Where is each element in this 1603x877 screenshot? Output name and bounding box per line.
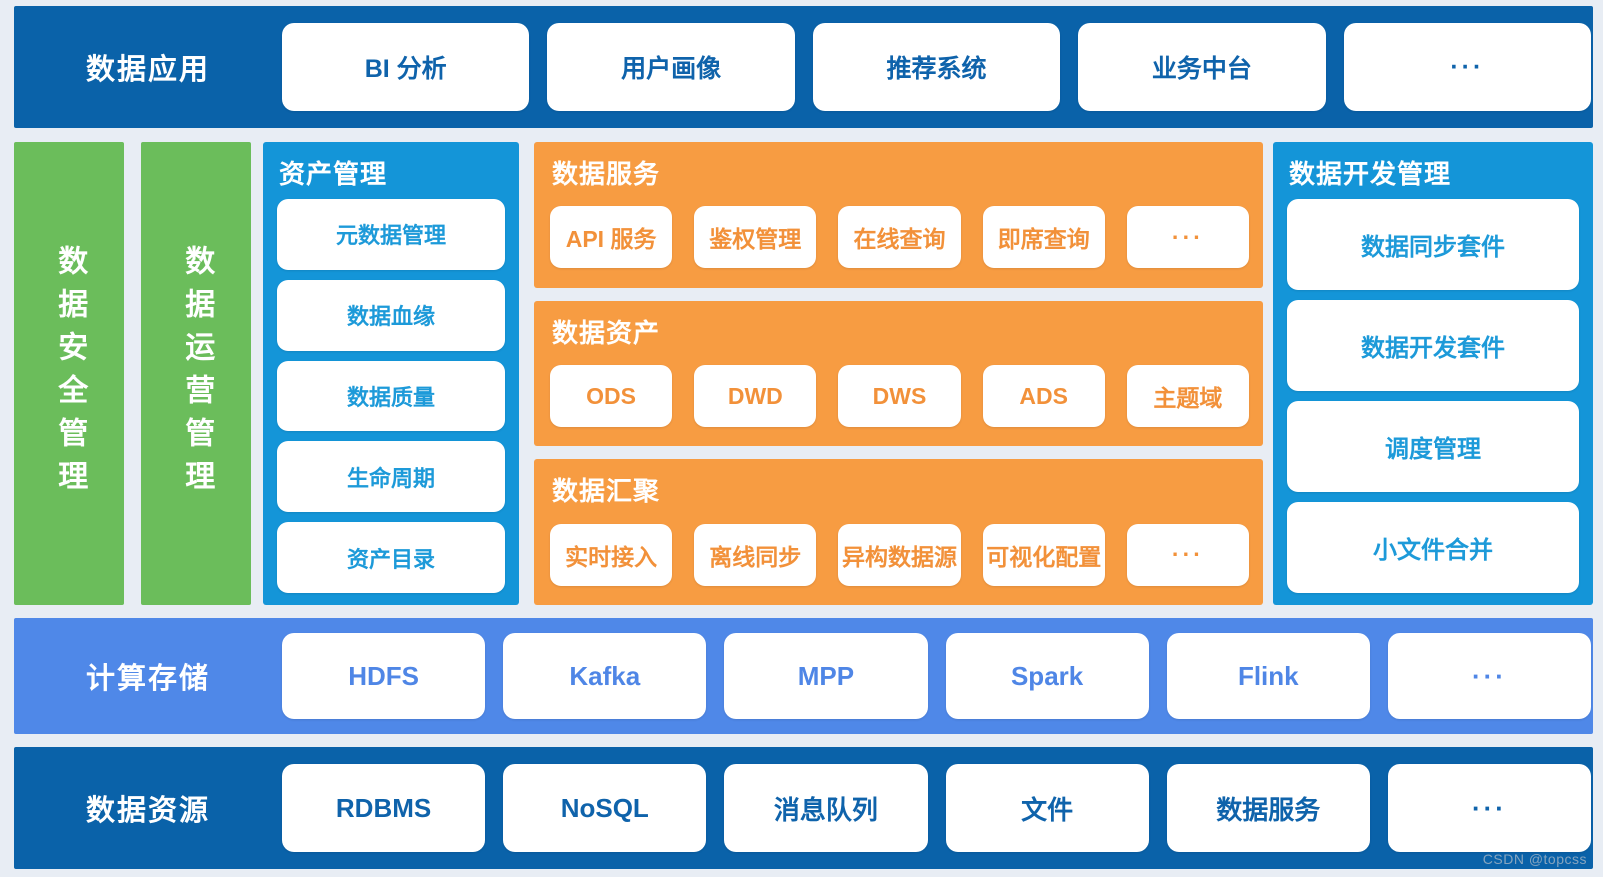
card-adhoc-query[interactable]: 即席查询	[982, 206, 1105, 269]
card-business-middle-platform[interactable]: 业务中台	[1078, 23, 1326, 111]
card-auth-management[interactable]: 鉴权管理	[694, 206, 817, 269]
card-rdbms[interactable]: RDBMS	[282, 764, 486, 852]
card-data-service[interactable]: 数据服务	[1166, 764, 1370, 852]
card-hdfs[interactable]: HDFS	[282, 633, 486, 719]
watermark: CSDN @topcss	[1482, 851, 1587, 867]
panel-data-development-management: 数据开发管理 数据同步套件 数据开发套件 调度管理 小文件合并	[1273, 142, 1593, 605]
data-asset-item-list: ODS DWD DWS ADS 主题域	[550, 360, 1250, 433]
data-application-card-list: BI 分析 用户画像 推荐系统 业务中台 ···	[282, 23, 1593, 111]
card-flink[interactable]: Flink	[1166, 633, 1370, 719]
card-asset-catalog[interactable]: 资产目录	[277, 522, 505, 593]
card-file[interactable]: 文件	[945, 764, 1149, 852]
card-data-lineage[interactable]: 数据血缘	[277, 279, 505, 351]
data-service-item-list: API 服务 鉴权管理 在线查询 即席查询 ···	[550, 201, 1250, 274]
card-more-ellipsis[interactable]: ···	[1343, 23, 1592, 111]
card-spark[interactable]: Spark	[945, 633, 1149, 719]
panel-data-asset: 数据资产 ODS DWD DWS ADS 主题域	[534, 300, 1263, 447]
panel-data-aggregation: 数据汇聚 实时接入 离线同步 异构数据源 可视化配置 ···	[534, 459, 1263, 606]
panel-title-data-asset: 数据资产	[552, 317, 661, 348]
card-data-quality[interactable]: 数据质量	[277, 360, 505, 432]
compute-storage-card-list: HDFS Kafka MPP Spark Flink ···	[282, 633, 1593, 719]
card-visual-configuration[interactable]: 可视化配置	[982, 523, 1105, 586]
card-more-ellipsis[interactable]: ···	[1126, 523, 1250, 586]
card-heterogeneous-datasource[interactable]: 异构数据源	[838, 523, 961, 586]
card-message-queue[interactable]: 消息队列	[724, 764, 928, 852]
card-ods[interactable]: ODS	[550, 365, 673, 427]
sidebar-label-data-security-management: 数据安全管理	[53, 244, 87, 503]
layer-title-data-resource: 数据资源	[85, 795, 210, 827]
card-mpp[interactable]: MPP	[724, 633, 928, 719]
sidebar-label-data-operation-management: 数据运营管理	[180, 244, 214, 503]
card-small-file-merge[interactable]: 小文件合并	[1287, 502, 1579, 593]
layer-title-data-application: 数据应用	[85, 54, 210, 86]
layer-governance-middle: 数据安全管理 数据运营管理 资产管理 元数据管理 数据血缘 数据质量 生命周期 …	[14, 142, 1593, 606]
asset-management-item-list: 元数据管理 数据血缘 数据质量 生命周期 资产目录	[277, 199, 505, 593]
card-api-service[interactable]: API 服务	[550, 206, 673, 269]
card-recommendation-system[interactable]: 推荐系统	[812, 23, 1061, 111]
card-bi-analysis[interactable]: BI 分析	[282, 23, 530, 111]
sidebar-data-operation-management[interactable]: 数据运营管理	[141, 142, 251, 605]
layer-data-resource: 数据资源 RDBMS NoSQL 消息队列 文件 数据服务 ···	[14, 747, 1593, 869]
card-online-query[interactable]: 在线查询	[838, 206, 961, 269]
layer-compute-storage: 计算存储 HDFS Kafka MPP Spark Flink ···	[14, 618, 1593, 734]
layer-title-compute-storage: 计算存储	[85, 663, 210, 695]
panel-data-service: 数据服务 API 服务 鉴权管理 在线查询 即席查询 ···	[534, 142, 1263, 288]
sidebar-data-security-management[interactable]: 数据安全管理	[14, 142, 124, 605]
card-data-sync-suite[interactable]: 数据同步套件	[1287, 199, 1579, 290]
data-development-item-list: 数据同步套件 数据开发套件 调度管理 小文件合并	[1287, 199, 1579, 593]
card-more-ellipsis[interactable]: ···	[1126, 206, 1250, 269]
card-metadata-management[interactable]: 元数据管理	[277, 199, 505, 270]
card-offline-sync[interactable]: 离线同步	[694, 523, 817, 586]
panel-title-data-aggregation: 数据汇聚	[552, 476, 661, 507]
card-life-cycle[interactable]: 生命周期	[277, 441, 505, 513]
panel-title-asset-management: 资产管理	[279, 159, 388, 189]
card-realtime-ingestion[interactable]: 实时接入	[550, 523, 673, 586]
card-dws[interactable]: DWS	[838, 365, 961, 427]
card-kafka[interactable]: Kafka	[503, 633, 707, 719]
card-schedule-management[interactable]: 调度管理	[1287, 401, 1579, 492]
panel-asset-management: 资产管理 元数据管理 数据血缘 数据质量 生命周期 资产目录	[263, 142, 519, 605]
panel-title-data-development-management: 数据开发管理	[1289, 159, 1452, 189]
card-nosql[interactable]: NoSQL	[503, 764, 707, 852]
card-user-profile[interactable]: 用户画像	[547, 23, 795, 111]
card-data-development-suite[interactable]: 数据开发套件	[1287, 300, 1579, 391]
card-more-ellipsis[interactable]: ···	[1387, 764, 1592, 852]
card-more-ellipsis[interactable]: ···	[1387, 633, 1592, 719]
panel-title-data-service: 数据服务	[552, 159, 661, 189]
data-resource-card-list: RDBMS NoSQL 消息队列 文件 数据服务 ···	[282, 764, 1593, 852]
card-subject-domain[interactable]: 主题域	[1126, 365, 1250, 427]
card-ads[interactable]: ADS	[982, 365, 1105, 427]
layer-data-application: 数据应用 BI 分析 用户画像 推荐系统 业务中台 ···	[14, 6, 1593, 128]
data-aggregation-item-list: 实时接入 离线同步 异构数据源 可视化配置 ···	[550, 518, 1250, 591]
card-dwd[interactable]: DWD	[694, 365, 817, 427]
orange-panel-stack: 数据服务 API 服务 鉴权管理 在线查询 即席查询 ··· 数据资产 ODS …	[534, 142, 1263, 606]
